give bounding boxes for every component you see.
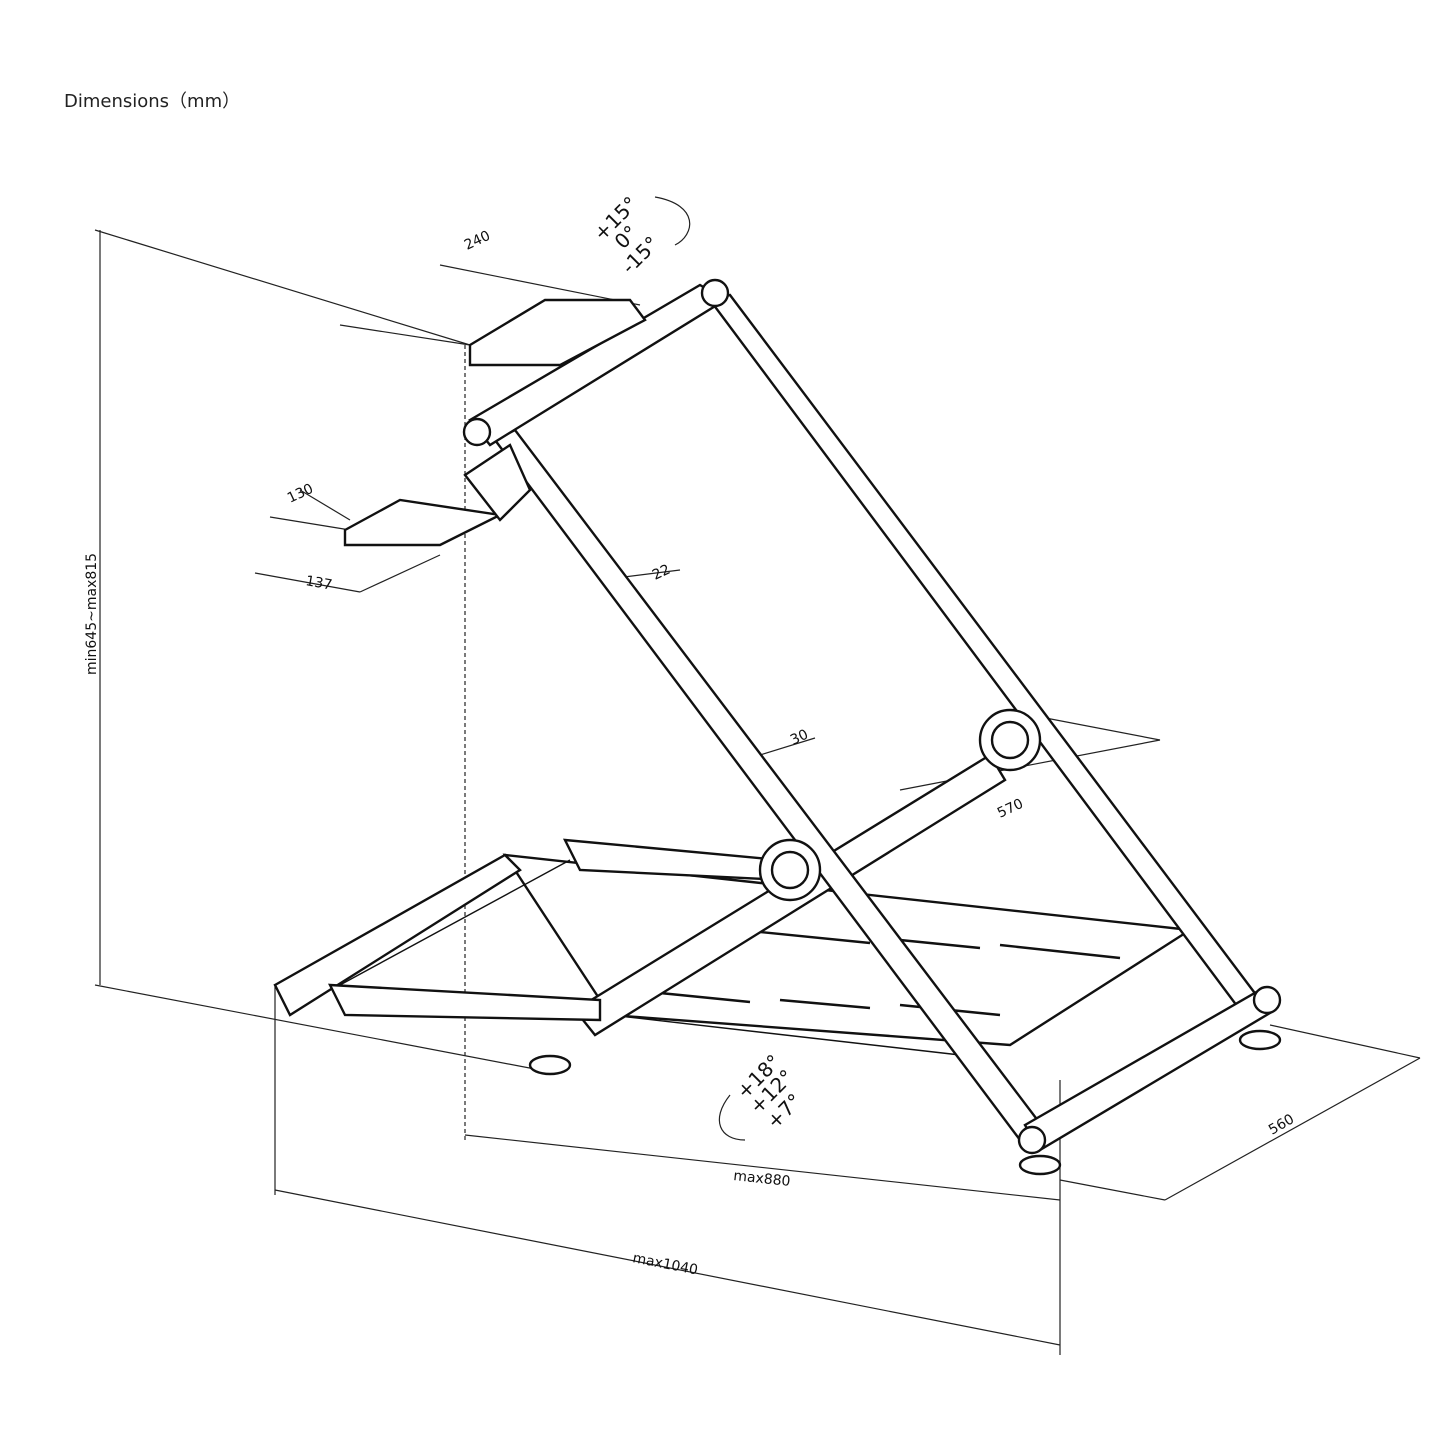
diagram-title: Dimensions（mm） [64,91,241,112]
label-max1040: max1040 [631,1250,699,1278]
label-30: 30 [788,727,811,749]
label-570: 570 [995,796,1026,822]
label-22: 22 [650,562,673,584]
label-137: 137 [304,573,333,593]
label-560: 560 [1266,1111,1297,1138]
dimension-lines [94,196,1421,1355]
label-130: 130 [285,481,316,507]
label-max880: max880 [733,1168,792,1190]
dimension-labels: 240 130 137 22 30 570 560 max880 max1040… [84,192,1297,1279]
label-240: 240 [462,228,493,254]
stand-frame [273,278,1282,1176]
label-height: min645~max815 [84,553,100,675]
tray-vents [649,928,1121,1017]
